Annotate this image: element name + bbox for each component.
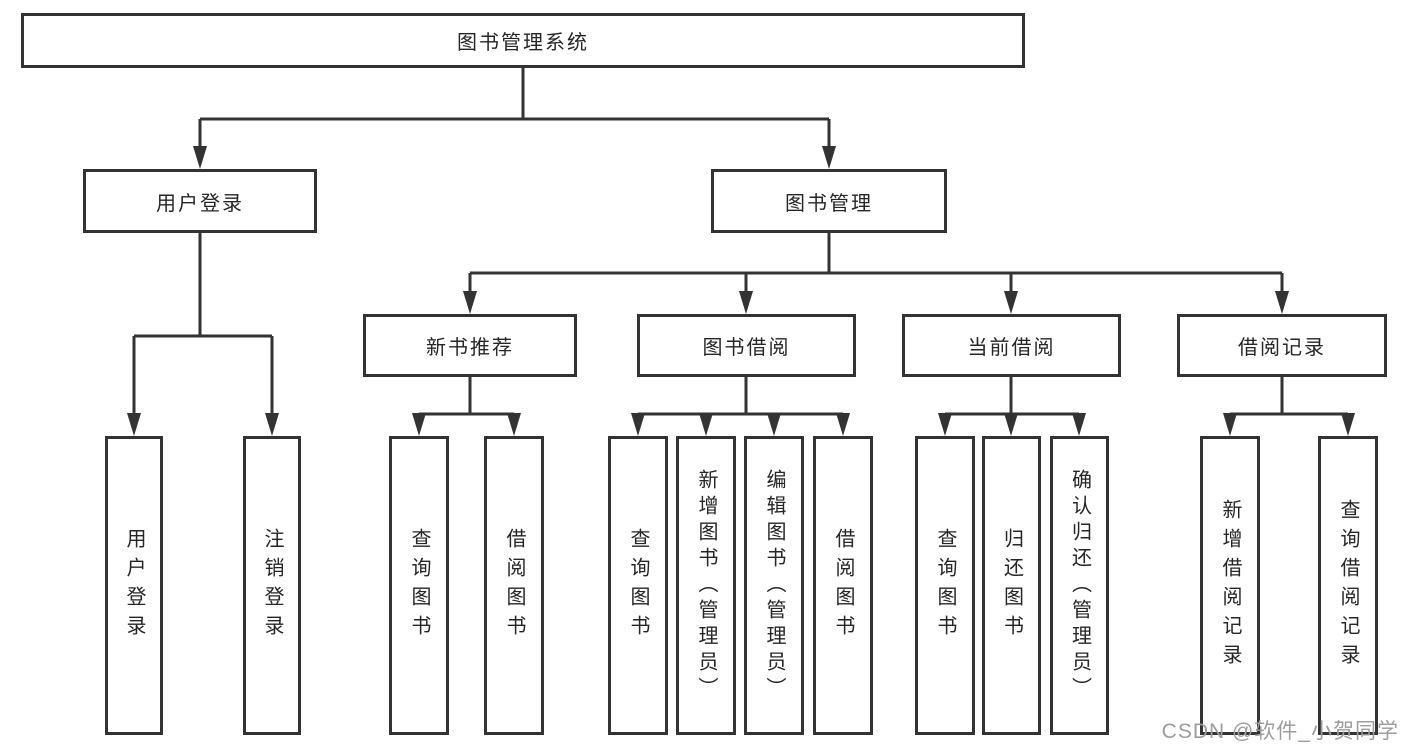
node-book-borrow: 图书借阅 (637, 314, 856, 377)
node-current-borrow: 当前借阅 (902, 314, 1121, 377)
leaf-query-books-current: 查询图书 (915, 436, 975, 735)
leaf-edit-books-admin: 编辑图书（管理员） (744, 436, 804, 735)
leaf-query-books-recommend: 查询图书 (389, 436, 449, 735)
leaf-add-borrow-record: 新增借阅记录 (1200, 436, 1260, 735)
csdn-watermark: CSDN @软件_小贺同学 (1161, 720, 1399, 743)
node-borrow-records: 借阅记录 (1177, 314, 1387, 377)
leaf-return-books: 归还图书 (982, 436, 1041, 735)
arrowhead-icons (127, 146, 1355, 436)
leaf-user-login: 用户登录 (105, 436, 163, 735)
leaf-query-books-borrow: 查询图书 (608, 436, 668, 735)
node-new-book-recommend: 新书推荐 (363, 314, 577, 377)
leaf-confirm-return-admin: 确认归还（管理员） (1050, 436, 1109, 735)
leaf-query-borrow-record: 查询借阅记录 (1318, 436, 1378, 735)
leaf-logout: 注销登录 (243, 436, 301, 735)
node-user-login: 用户登录 (83, 169, 317, 233)
leaf-borrow-books-recommend: 借阅图书 (484, 436, 544, 735)
leaf-borrow-books: 借阅图书 (813, 436, 873, 735)
node-book-management: 图书管理 (711, 169, 947, 233)
node-library-management-system: 图书管理系统 (21, 13, 1025, 68)
leaf-add-books-admin: 新增图书（管理员） (676, 436, 736, 735)
